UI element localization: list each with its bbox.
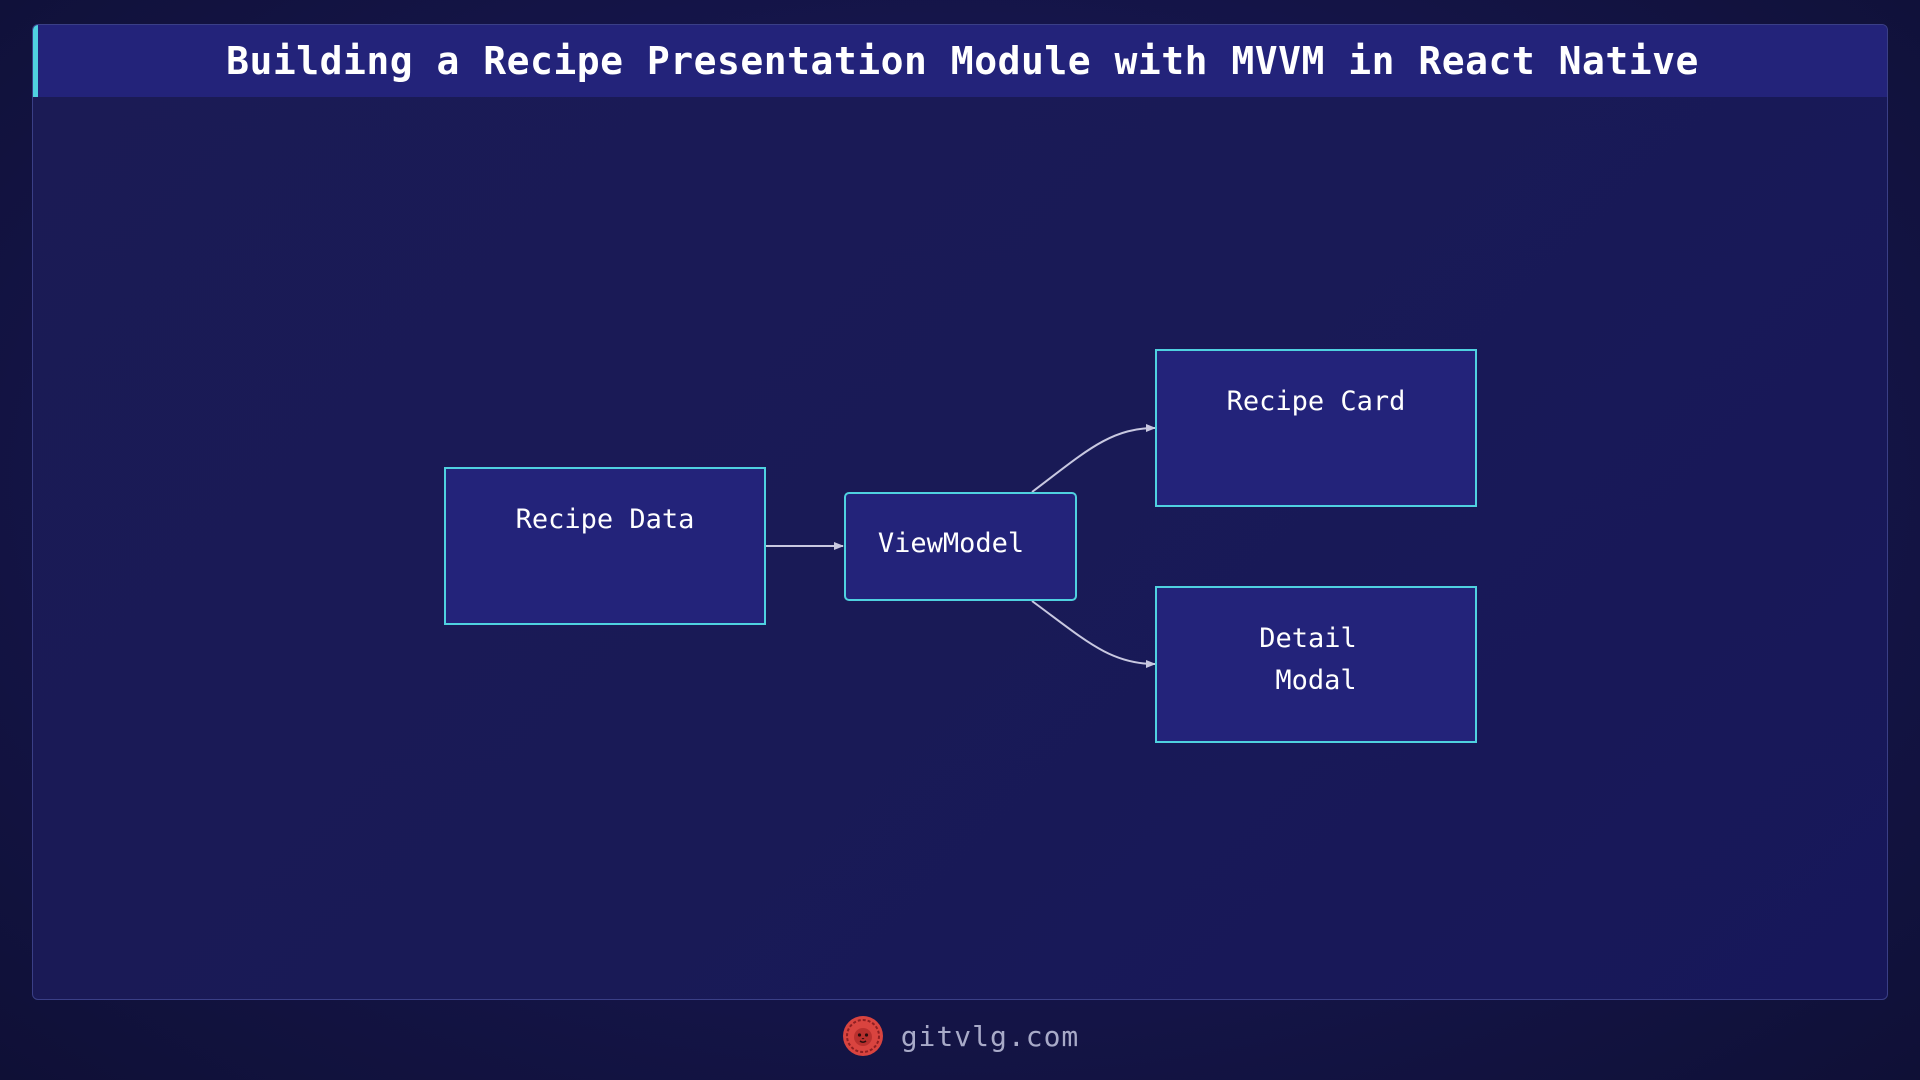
node-recipe-data: Recipe Data [444,467,766,625]
title-bar: Building a Recipe Presentation Module wi… [33,25,1887,97]
node-label-line-1: Detail [1259,623,1357,654]
node-recipe-card: Recipe Card [1155,349,1477,507]
footer-site-link[interactable]: gitvlg.com [900,1019,1080,1053]
edge-viewmodel-to-detail-modal [1031,600,1156,668]
footer: gitvlg.com [0,1008,1920,1064]
node-detail-modal: Detail Modal [1155,586,1477,743]
node-label: Recipe Card [1227,386,1406,417]
slide-frame: Building a Recipe Presentation Module wi… [32,24,1888,1000]
node-label: Recipe Data [516,504,695,535]
node-label-line-2: Modal [1275,665,1356,696]
page-title: Building a Recipe Presentation Module wi… [226,39,1699,83]
node-label: ViewModel [878,528,1024,559]
node-viewmodel: ViewModel [844,492,1077,601]
edge-viewmodel-to-recipe-card [1031,424,1156,493]
lion-icon [842,1016,883,1056]
